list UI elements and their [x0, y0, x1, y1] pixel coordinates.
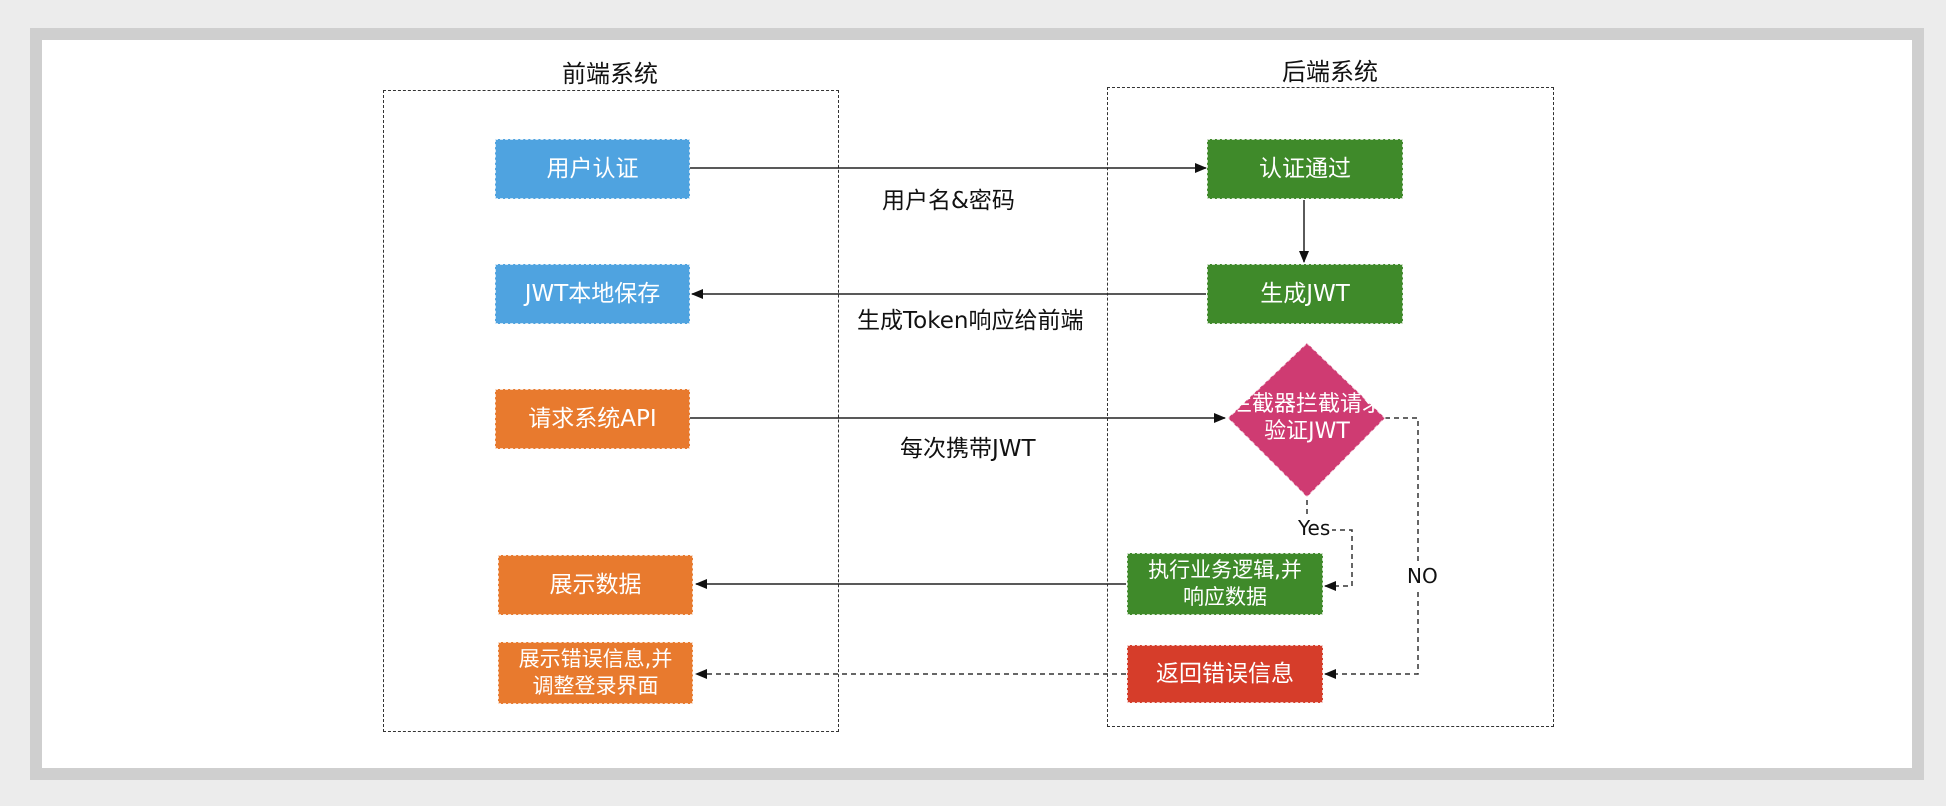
label-username-password: 用户名&密码	[882, 188, 1015, 214]
node-show-error: 展示错误信息,并 调整登录界面	[498, 642, 693, 704]
interceptor-diamond	[1226, 341, 1387, 499]
backend-group	[1107, 87, 1554, 727]
node-interceptor-label: 拦截器拦截请求 验证JWT	[1229, 392, 1384, 444]
node-auth-pass: 认证通过	[1207, 139, 1403, 199]
backend-group-title: 后端系统	[1282, 58, 1378, 86]
node-execute-logic: 执行业务逻辑,并 响应数据	[1127, 553, 1323, 615]
node-show-data: 展示数据	[498, 555, 693, 615]
label-yes: Yes	[1296, 516, 1333, 540]
label-no: NO	[1405, 564, 1440, 588]
node-generate-jwt: 生成JWT	[1207, 264, 1403, 324]
node-user-auth: 用户认证	[495, 139, 690, 199]
frontend-group	[383, 90, 839, 732]
node-jwt-local-save: JWT本地保存	[495, 264, 690, 324]
label-carry-jwt: 每次携带JWT	[900, 436, 1036, 462]
label-token-response: 生成Token响应给前端	[857, 308, 1084, 334]
diagram-frame	[30, 28, 1924, 780]
edge-no	[1324, 417, 1419, 679]
frontend-group-title: 前端系统	[562, 60, 658, 88]
node-request-api: 请求系统API	[495, 389, 690, 449]
node-return-error: 返回错误信息	[1127, 645, 1323, 703]
